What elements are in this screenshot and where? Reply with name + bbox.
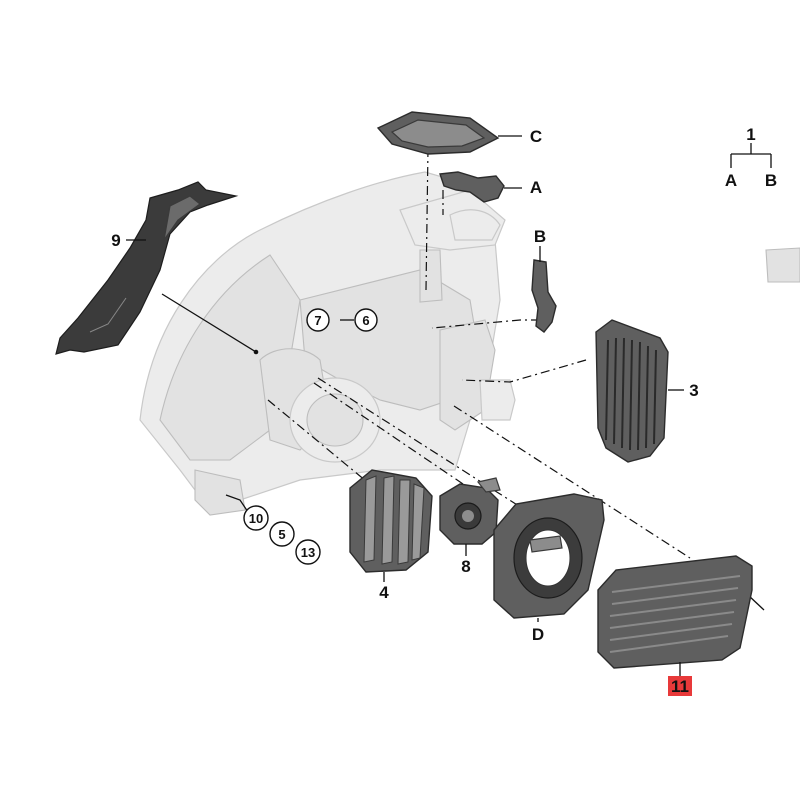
callout-A-tree: A — [725, 171, 737, 190]
callout-3: 3 — [689, 381, 698, 400]
partial-part-edge — [765, 247, 800, 283]
callout-B: B — [534, 227, 546, 246]
callout-10: 10 — [249, 511, 263, 526]
part-C-cover — [376, 111, 522, 155]
callout-D: D — [532, 625, 544, 644]
callout-A: A — [530, 178, 542, 197]
callout-C: C — [530, 127, 542, 146]
callout-6-ring — [354, 308, 378, 332]
callout-5-ring — [269, 521, 295, 547]
part-4-ballast — [349, 469, 433, 582]
callout-11-highlight — [668, 676, 692, 696]
callout-7: 7 — [314, 313, 321, 328]
callout-B-tree: B — [765, 171, 777, 190]
callout-10-ring — [243, 505, 269, 531]
callout-11: 11 — [671, 677, 689, 696]
part-9-bracket — [55, 181, 239, 355]
callout-9: 9 — [111, 231, 120, 250]
callout-1: 1 — [746, 125, 755, 144]
callout-8: 8 — [461, 557, 470, 576]
part-D-plate — [493, 493, 605, 622]
headlamp-housing-ghost — [139, 171, 516, 516]
callout-labels: C A B 9 3 4 8 D 7 6 10 5 13 11 — [111, 127, 699, 696]
part-8-socket — [439, 477, 501, 556]
part-B-clip — [531, 246, 557, 333]
callout-7-ring — [306, 308, 330, 332]
callout-4: 4 — [379, 583, 389, 602]
callout-13: 13 — [301, 545, 315, 560]
part-3-module — [595, 319, 684, 463]
leader-lines — [161, 147, 765, 611]
callout-6: 6 — [362, 313, 369, 328]
callout-13-ring — [295, 539, 321, 565]
part-11-control-unit — [597, 555, 753, 676]
callout-5: 5 — [278, 527, 285, 542]
part-A-bracket — [439, 171, 522, 203]
assembly-tree: 1 A B — [725, 125, 777, 190]
